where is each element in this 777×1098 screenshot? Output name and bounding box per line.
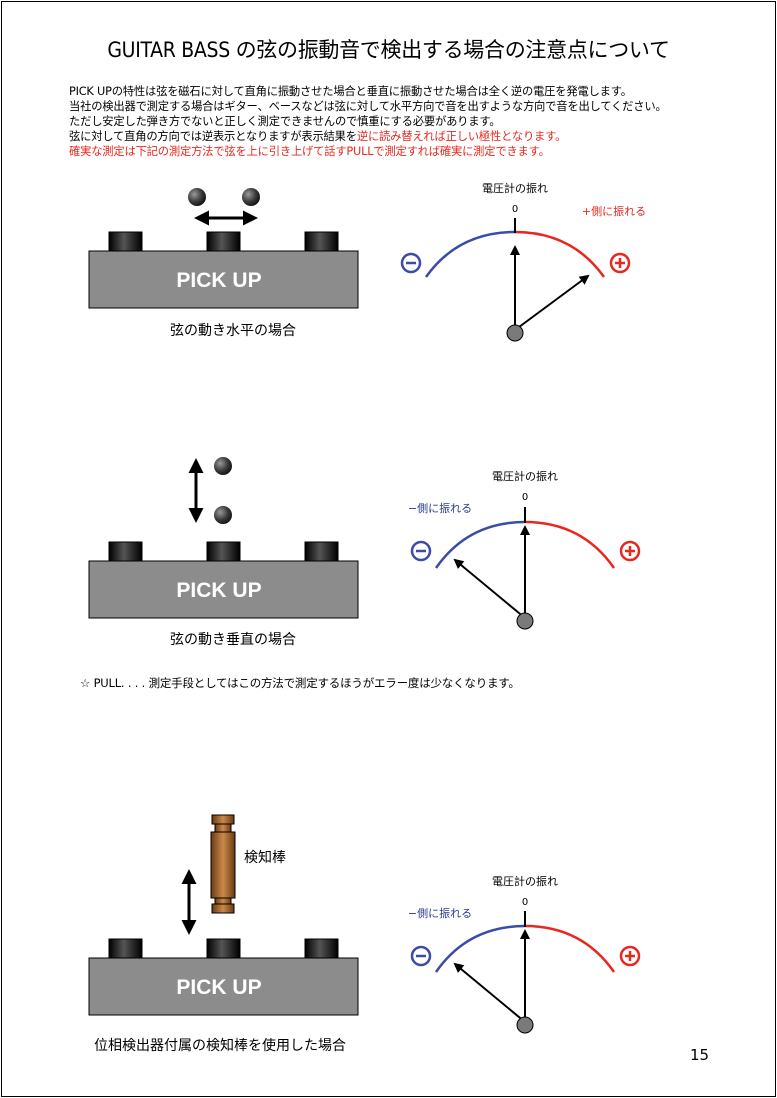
pickup-body: [88, 250, 359, 309]
meter-pivot: [506, 324, 524, 342]
pickup-body: [88, 957, 359, 1016]
minus-icon: [410, 540, 432, 562]
intro-line-1: PICK UPの特性は弦を磁石に対して直角に振動させた場合と垂直に振動させた場合…: [69, 85, 632, 98]
meter-swing-label: −側に振れる: [408, 906, 472, 920]
meter-swing-label: −側に振れる: [408, 501, 472, 515]
meter-title: 電圧計の振れ: [482, 181, 548, 195]
pickup-body: [88, 560, 359, 619]
meter-zero-label: 0: [522, 492, 528, 503]
voltmeter-1: 電圧計の振れ 0 +側に振れる: [400, 181, 646, 342]
meter-pivot: [516, 612, 534, 630]
figure-2: PICK UP 電圧計の振れ 0 −側に振れる: [88, 457, 641, 630]
meter-needle: [453, 558, 526, 619]
meter-zero-label: 0: [512, 204, 518, 215]
intro-line-2: 当社の検出器で測定する場合はギター、ベースなどは弦に対して水平方向で音を出すよう…: [69, 100, 667, 113]
figure-1: PICK UP 電圧計の振れ 0 +側に振れる: [88, 181, 646, 342]
figure-3-caption: 位相検出器付属の検知棒を使用した場合: [94, 1038, 346, 1054]
meter-title: 電圧計の振れ: [492, 874, 558, 888]
figure-3: PICK UP 検知棒 電圧計の振れ 0 −側に振れる: [88, 814, 641, 1034]
figure-2-caption: 弦の動き垂直の場合: [170, 632, 296, 648]
meter-swing-label: +側に振れる: [582, 204, 646, 218]
page-number: 15: [690, 1046, 710, 1064]
probe-rod: [210, 814, 236, 914]
pickup-label: PICK UP: [176, 269, 261, 292]
page-title: GUITAR BASS の弦の振動音で検出する場合の注意点について: [107, 38, 670, 62]
meter-zero-label: 0: [522, 897, 528, 908]
pickup-magnets: [108, 541, 339, 563]
plus-icon: [619, 540, 641, 562]
meter-pivot: [516, 1016, 534, 1034]
intro-text: PICK UPの特性は弦を磁石に対して直角に振動させた場合と垂直に振動させた場合…: [69, 84, 667, 159]
pickup-label: PICK UP: [176, 976, 261, 999]
minus-icon: [410, 945, 432, 967]
intro-line-4-red: 逆に読み替えれば正しい極性となります。: [356, 130, 567, 143]
string-ball-right: [242, 188, 260, 206]
meter-needle: [453, 962, 526, 1023]
figure-1-caption: 弦の動き水平の場合: [170, 323, 296, 339]
pickup-label: PICK UP: [176, 579, 261, 602]
string-ball-top: [214, 457, 232, 475]
meter-scale-minus: [434, 520, 526, 569]
intro-line-5: 確実な測定は下記の測定方法で弦を上に引き上げて話すPULLで測定すれば確実に測定…: [69, 145, 550, 158]
pickup-magnets: [108, 231, 339, 253]
pull-note: ☆ PULL. . . . 測定手段としてはこの方法で測定するほうがエラー度は少…: [80, 676, 520, 690]
meter-scale-minus: [424, 230, 516, 278]
string-ball-left: [188, 188, 206, 206]
intro-line-4-black: 弦に対して直角の方向では逆表示となりますが表示結果を: [69, 130, 357, 143]
intro-line-3: ただし安定した弾き方でないと正しく測定できませんので慎重にする必要があります。: [69, 115, 501, 128]
meter-scale-plus: [514, 230, 606, 278]
meter-needle: [514, 274, 590, 331]
minus-icon: [400, 252, 422, 274]
plus-icon: [609, 252, 631, 274]
probe-label: 検知棒: [244, 849, 286, 866]
meter-scale-minus: [434, 924, 526, 973]
string-ball-bottom: [214, 506, 232, 524]
meter-scale-plus: [524, 924, 616, 973]
plus-icon: [619, 945, 641, 967]
meter-title: 電圧計の振れ: [492, 469, 558, 483]
voltmeter-3: 電圧計の振れ 0 −側に振れる: [408, 874, 641, 1034]
voltmeter-2: 電圧計の振れ 0 −側に振れる: [408, 469, 641, 630]
pickup-magnets: [108, 938, 339, 960]
meter-scale-plus: [524, 520, 616, 569]
intro-line-4: 弦に対して直角の方向では逆表示となりますが表示結果を逆に読み替えれば正しい極性と…: [69, 129, 667, 144]
